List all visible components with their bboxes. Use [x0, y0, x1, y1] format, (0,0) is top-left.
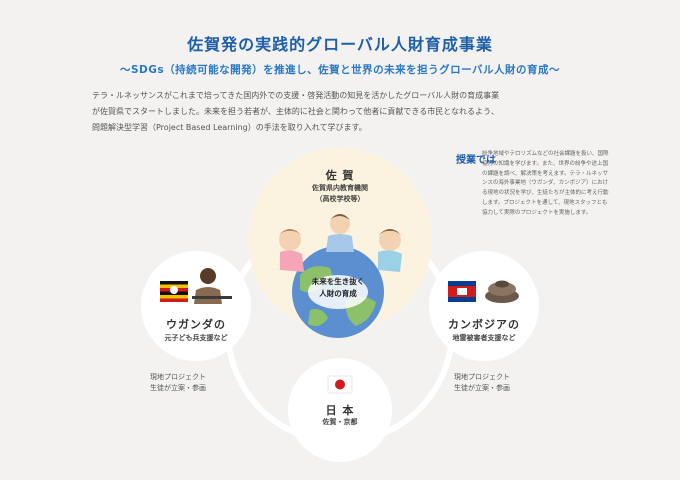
uganda-note-line-1: 現地プロジェクト	[150, 373, 206, 381]
saga-sub-line-1: 佐賀県内教育機関	[312, 184, 368, 192]
landmine-icon	[485, 280, 519, 303]
japan-name: 日 本	[325, 404, 355, 417]
saga-sub-line-2: （高校学校等）	[315, 195, 365, 203]
cambodia-note-line-1: 現地プロジェクト	[454, 373, 510, 381]
japan-flag-icon	[327, 375, 353, 394]
child-center-illustration	[326, 214, 354, 252]
cambodia-sub: 地雷被害者支援など	[452, 334, 516, 342]
intro-line-3: 問題解決型学習（Project Based Learning）の手法を取り入れて…	[92, 123, 367, 132]
page-subtitle: 〜SDGs（持続可能な開発）を推進し、佐賀と世界の未来を担うグローバル人財の育成…	[119, 64, 561, 76]
classes-text: 紛争地域やテロリズムなどの社会課題を扱い、国際協力の知識を学びます。また、世界の…	[482, 151, 609, 216]
uganda-sub: 元子ども兵支援など	[164, 334, 228, 342]
child-left-illustration	[278, 229, 304, 272]
uganda-person-illustration	[192, 268, 232, 304]
intro-line-2: が佐賀県でスタートしました。未来を担う若者が、主体的に社会と関わって他者に貢献で…	[92, 107, 500, 116]
uganda-circle	[141, 251, 251, 361]
page-title: 佐賀発の実践的グローバル人財育成事業	[187, 35, 493, 54]
classes-title: 授業では	[456, 155, 496, 166]
globe-line-1: 未来を生き抜く	[311, 277, 365, 286]
japan-sub: 佐賀・京都	[322, 418, 358, 426]
intro-line-1: テラ・ルネッサンスがこれまで培ってきた国内外での支援・啓発活動の知見を活かしたグ…	[92, 91, 500, 100]
uganda-flag-icon	[160, 281, 188, 302]
japan-circle	[288, 358, 392, 462]
uganda-note-line-2: 生徒が立案・参画	[150, 384, 206, 392]
globe-line-2: 人財の育成	[319, 289, 357, 298]
uganda-name: ウガンダの	[166, 318, 226, 331]
intro-text: テラ・ルネッサンスがこれまで培ってきた国内外での支援・啓発活動の知見を活かしたグ…	[92, 88, 612, 136]
child-right-illustration	[378, 229, 402, 272]
cambodia-name: カンボジアの	[448, 318, 520, 331]
saga-name: 佐 賀	[325, 169, 355, 182]
globe-icon	[292, 246, 384, 338]
cambodia-circle	[429, 251, 539, 361]
cambodia-flag-icon	[448, 281, 476, 302]
cambodia-note-line-2: 生徒が立案・参画	[454, 384, 510, 392]
